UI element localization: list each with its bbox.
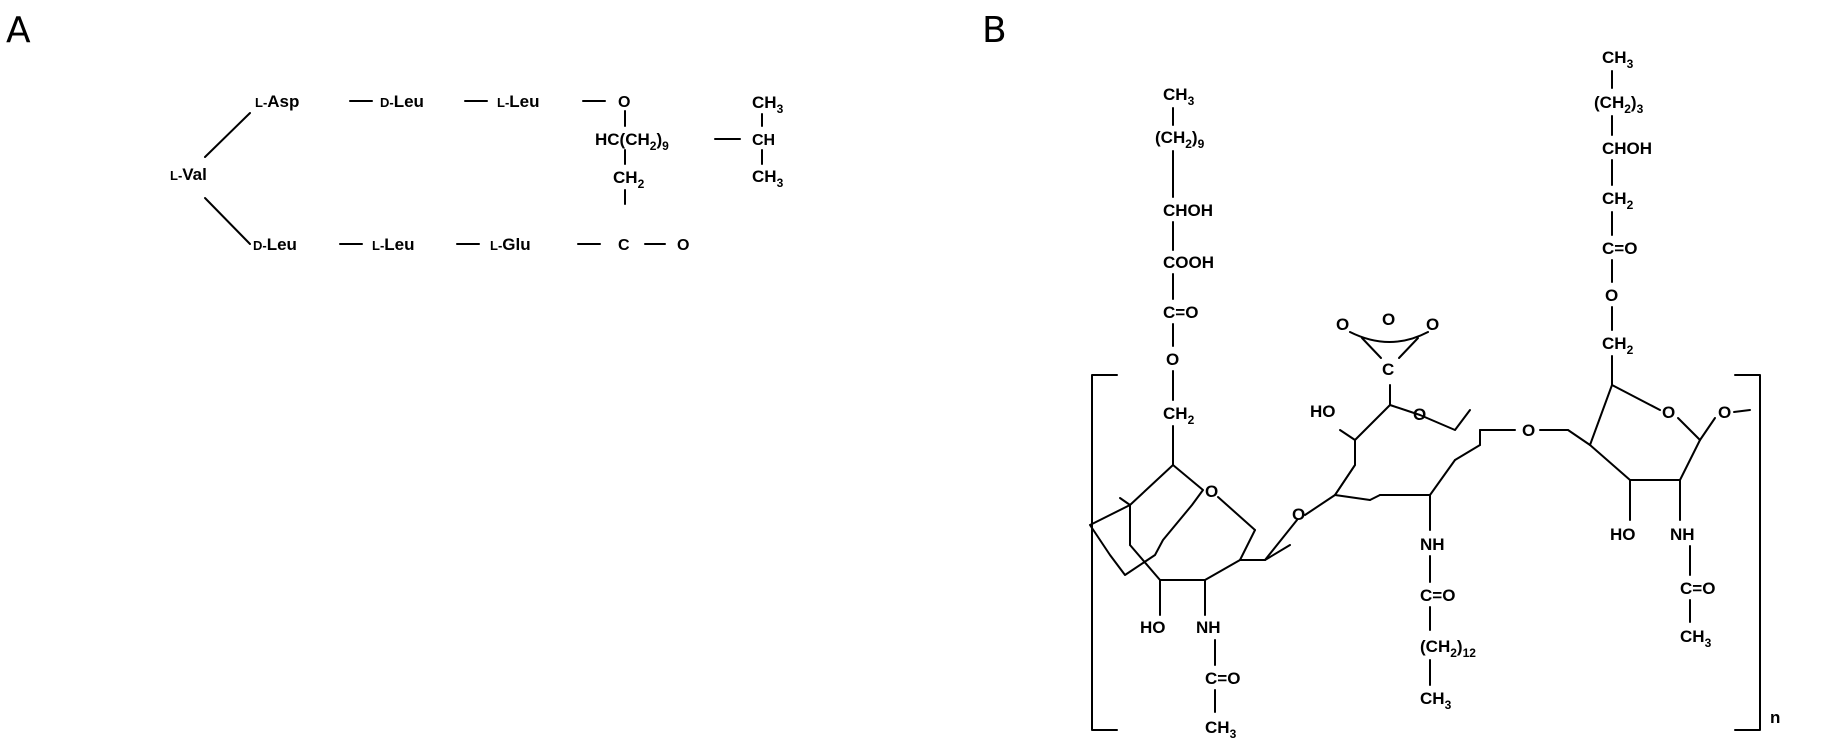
residue-l-val: L-Val	[170, 165, 207, 184]
bond	[1339, 429, 1356, 441]
carbonyl-carbon: C	[618, 237, 630, 254]
middle-ch3: CH3	[1420, 689, 1452, 712]
left-ho: HO	[1140, 618, 1166, 637]
left-ring-o: O	[1205, 482, 1218, 501]
hc-ch2-9: HC(CH2)9	[595, 130, 669, 153]
ester-oxygen: O	[618, 94, 630, 111]
residue-l-glu: L-Glu	[490, 235, 531, 254]
left-nh: NH	[1196, 618, 1221, 637]
bond	[1733, 409, 1751, 413]
bond	[1429, 459, 1456, 496]
bond	[1334, 494, 1371, 501]
isopropyl-ch: CH	[752, 132, 775, 149]
bond	[1264, 519, 1298, 561]
carboxylate-c: C	[1382, 360, 1394, 379]
glycosidic-o-1: O	[1292, 505, 1305, 524]
carboxylate-o-1: O	[1336, 315, 1349, 334]
right-chohr: CHOH	[1602, 139, 1652, 158]
carboxylate-o-2: O	[1382, 310, 1395, 329]
ch3-bottom: CH3	[752, 167, 784, 190]
carboxylate-arc	[1349, 331, 1429, 343]
middle-ring-upper	[1334, 404, 1471, 496]
middle-c-eq-o: C=O	[1420, 586, 1455, 605]
bond	[1567, 429, 1591, 446]
bond	[1334, 464, 1356, 496]
carbonyl-oxygen: O	[677, 237, 689, 254]
middle-ch2-12: (CH2)12	[1420, 637, 1476, 660]
bond	[1204, 559, 1241, 581]
bond	[1398, 337, 1419, 359]
bond	[1589, 444, 1631, 481]
right-ch2-b: CH2	[1602, 189, 1634, 212]
middle-nh: NH	[1420, 535, 1445, 554]
bond-val-dleu	[204, 197, 251, 245]
bond	[1679, 439, 1701, 481]
right-amide-ch3: CH3	[1680, 627, 1712, 650]
right-o: O	[1605, 286, 1618, 305]
left-amide-c-eq-o: C=O	[1205, 669, 1240, 688]
right-ch2-3: (CH2)3	[1594, 93, 1644, 116]
bond	[1129, 544, 1161, 581]
residue-d-leu-top: D-Leu	[380, 92, 424, 111]
carboxylate-o-3: O	[1426, 315, 1439, 334]
right-nh: NH	[1670, 525, 1695, 544]
bond	[1264, 544, 1291, 561]
bond	[1304, 494, 1336, 516]
residue-l-leu-top: L-Leu	[497, 92, 540, 111]
bond	[1454, 444, 1481, 461]
surfactin-structure: L-Val L-Asp D-Leu L-Leu O HC(CH2)9 CH CH…	[170, 92, 784, 254]
lipid-a-like-polymer: n CH3 (CH2)9 CHOH COOH C=O O CH2 O HO NH…	[1089, 48, 1780, 741]
left-ch2: CH2	[1163, 404, 1195, 427]
residue-d-leu-bottom: D-Leu	[253, 235, 297, 254]
bond	[1611, 384, 1661, 411]
ch3-top: CH3	[752, 93, 784, 116]
bond-val-asp	[204, 112, 251, 158]
right-ring-o: O	[1662, 403, 1675, 422]
left-sugar-ring	[1089, 464, 1204, 576]
panel-label-a: A	[6, 10, 31, 51]
middle-ho: HO	[1310, 402, 1336, 421]
bracket-right	[1734, 374, 1761, 731]
repeat-n: n	[1770, 708, 1780, 727]
right-ch3: CH3	[1602, 48, 1634, 71]
bond	[1239, 529, 1256, 561]
panel-label-b: B	[982, 10, 1007, 51]
left-ch3: CH3	[1163, 85, 1195, 108]
left-cooh: COOH	[1163, 253, 1214, 272]
right-ho: HO	[1610, 525, 1636, 544]
bracket-left	[1091, 374, 1118, 731]
bond	[1369, 494, 1381, 501]
right-amide-c-eq-o: C=O	[1680, 579, 1715, 598]
middle-ring-o: O	[1413, 405, 1426, 424]
right-c-eq-o: C=O	[1602, 239, 1637, 258]
bond	[1699, 417, 1716, 441]
right-ch2: CH2	[1602, 334, 1634, 357]
left-o: O	[1166, 350, 1179, 369]
ch2-a: CH2	[613, 168, 645, 191]
bond	[1677, 417, 1701, 441]
left-c-eq-o: C=O	[1163, 303, 1198, 322]
residue-l-asp: L-Asp	[255, 92, 299, 111]
left-chohl: CHOH	[1163, 201, 1213, 220]
glycosidic-o-2: O	[1522, 421, 1535, 440]
left-amide-ch3: CH3	[1205, 718, 1237, 741]
bond	[1361, 337, 1382, 359]
residue-l-leu-bottom: L-Leu	[372, 235, 415, 254]
left-ch2-9: (CH2)9	[1155, 128, 1205, 151]
bond	[1119, 497, 1131, 506]
right-terminal-o: O	[1718, 403, 1731, 422]
bond	[1589, 384, 1613, 446]
bond	[1217, 496, 1256, 531]
